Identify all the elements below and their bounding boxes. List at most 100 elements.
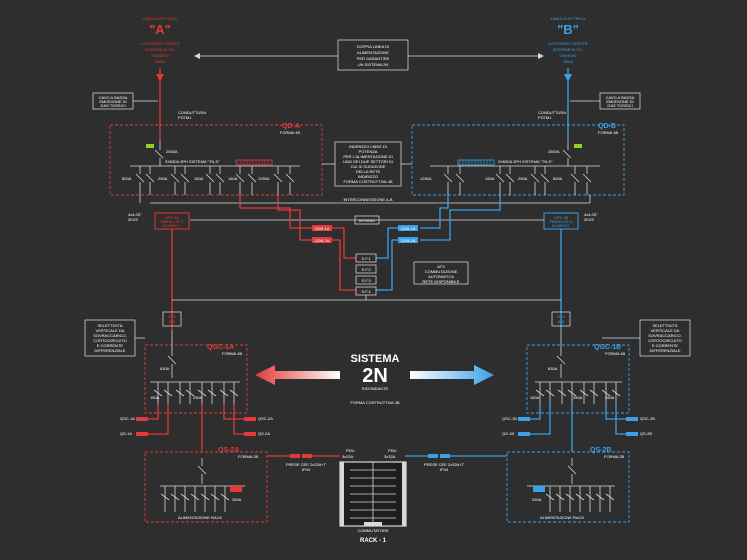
ats-unit-4-label: S.F.4 — [361, 289, 371, 294]
conduit-a-label-2: FG7M1 — [178, 115, 192, 120]
ups-a-spec-2: 2KV5 — [128, 217, 139, 222]
rack-switch-block — [364, 522, 382, 526]
switch-qdb-2b — [398, 237, 418, 243]
cable-note-a-line-2: EMISSIONE DI — [99, 99, 126, 104]
sts-a-line-1: STS — [168, 314, 176, 319]
line-b-source2: INTERNE M.T.D. — [553, 47, 583, 52]
cable-note-b-line-3: GAS TOSSICI — [607, 103, 632, 108]
qd-note-line-3: PER L'ALIMENTAZIONE DI — [343, 154, 392, 159]
ats-note-line-3: AUTOMATICA — [428, 274, 454, 279]
qd-a-busbar-block — [235, 159, 273, 166]
qd-a-breaker-2b — [180, 166, 190, 195]
qd-b-breakers: 1250A 160A 250A 800A — [420, 166, 592, 195]
out-a-1-plug-icon — [136, 417, 148, 421]
rack-1: PDU 3x32A PDU 3x32A COMMUTATORE RACK - 1 — [339, 448, 407, 544]
qd-note-line-4: UNO DEI DUE SETTORI DI — [343, 159, 393, 164]
qd-b-busbar-label: 3X630A 3PH SISTEMA "TN-S" — [498, 159, 553, 164]
center-note: DOPPIA LINEA DI ALIMENTAZIONE PER GARANT… — [337, 39, 409, 71]
system-label: SISTEMA 2N RIDONDANTE FORMA COSTRUTTIVA … — [350, 353, 399, 405]
line-b-header: LINEA ELETTRICA "B" DA POWER CENTER INTE… — [548, 16, 587, 64]
switch-qdb-2a — [312, 237, 332, 243]
switches: QDB-1A QDB-2A QDB-1B QDB-2B — [312, 225, 418, 243]
ats-unit-2-label: S.F.2 — [361, 267, 371, 272]
line-b-title: LINEA ELETTRICA — [551, 16, 586, 21]
qs-2b-main-breaker — [567, 458, 577, 484]
ats-note-line-2: COMMUTAZIONE — [425, 269, 458, 274]
out-b-1-label: QSC-1B — [502, 416, 517, 421]
line-a-voltage: 230/400V — [151, 53, 168, 58]
line-a-title: LINEA ELETTRICA — [143, 16, 178, 21]
center-note-frame — [337, 39, 409, 71]
qd-note-line-6: DELLA RETE — [356, 169, 381, 174]
cee-b-plug-2-icon — [440, 454, 450, 458]
qs-2b-breaker-blades — [545, 493, 615, 501]
qgc-1a-breaker-label-2: 250A — [193, 395, 203, 400]
ats-unit-1 — [355, 253, 377, 263]
qgc-1b-main-breaker — [556, 330, 566, 378]
qs-2b-hatch-icon — [533, 486, 545, 492]
out-a-2-label: QS-1A — [120, 431, 132, 436]
ats-note: ATS COMMUTAZIONE AUTOMATICA RETE DISPONI… — [413, 261, 469, 285]
line-b-source1: DA POWER CENTER — [548, 41, 587, 46]
out-a-3-label: QSC-2A — [258, 416, 273, 421]
qd-a-panel: QD-A FORMA 4B 2500A 3X630A 3PH SISTEMA "… — [109, 123, 323, 196]
ats-unit-3 — [355, 275, 377, 285]
center-note-line-1: DOPPIA LINEA DI — [357, 44, 389, 49]
line-b-voltage: 230/400V — [559, 53, 576, 58]
conduit-b-label-2: FG7M1 — [538, 115, 552, 120]
qd-b-breaker-3b — [540, 166, 550, 195]
cable-note-a-line-3: GAS TOSSICI — [100, 103, 125, 108]
qd-a-meter-icon — [146, 144, 154, 148]
qd-a-busbar-hatch — [237, 160, 269, 165]
ats-unit-1-label: S.F.1 — [361, 256, 371, 261]
cee-a-plug-2-icon — [302, 454, 312, 458]
selectivity-note-a-line-4: CORTOCIRCUITO — [93, 338, 127, 343]
qs-2b-rack-feed: ALIMENTAZIONE RACK — [540, 515, 584, 520]
qd-a-title: QD-A — [282, 123, 300, 130]
qgc-1b-title: QGC-1B — [594, 344, 621, 351]
cee-b: PRESE CEE 2x32A+T IP44 — [424, 454, 465, 472]
ats-note-frame — [413, 261, 469, 285]
qs-2b-title: QS-2B — [590, 447, 611, 454]
bypass-label: BYPASS — [359, 218, 375, 223]
qd-note: INDIRIZZO LINEE DI POTENZA PER L'ALIMENT… — [334, 141, 402, 187]
qd-a-breaker-5b — [285, 166, 295, 195]
line-a-header: LINEA ELETTRICA "A" DA POWER CENTER INTE… — [140, 16, 179, 64]
qd-a-breaker-label-1: 800A — [122, 176, 132, 181]
qd-note-line-8: FORMA COSTRUTTIVA 4B — [343, 179, 392, 184]
sts-a-line-2: A/B — [169, 319, 176, 324]
qgc-1b-form: FORMA 4B — [605, 351, 626, 356]
center-note-line-3: PER GARANTIRE — [357, 56, 390, 61]
cee-a-plug-1-icon — [290, 454, 300, 458]
qd-a-form: FORMA 4B — [280, 130, 301, 135]
qs-2a-panel: QS-2A FORMA 2B 250A ALIMENTAZIONE RACK — [144, 404, 268, 523]
qd-b-breaker-2 — [495, 166, 505, 195]
out-a-4-label: QS-2A — [258, 431, 270, 436]
selectivity-note-a-line-5: E CORRENTE — [97, 343, 124, 348]
qs-2a-rack-feed: ALIMENTAZIONE RACK — [178, 515, 222, 520]
arrow-left-red-icon — [255, 365, 340, 385]
qd-a-busbar-label: 3X630A 3PH SISTEMA "TN-S" — [165, 159, 220, 164]
qs-2b-frame — [506, 451, 630, 523]
qd-b-meter-icon — [574, 144, 582, 148]
qd-b-busbar-hatch — [459, 160, 491, 165]
out-b-3-plug-icon — [626, 417, 638, 421]
selectivity-note-a-line-6: DIFFERENZIALE — [94, 348, 125, 353]
switch-qdb-1b — [398, 225, 418, 231]
ats-blue-feeds — [376, 227, 398, 291]
selectivity-note-b-line-1: SELETTIVITÀ — [652, 323, 677, 328]
qs-2b-feeders — [549, 486, 611, 512]
ups-a-spec-1: 4x4.25" — [128, 212, 142, 217]
pdu-b-line-2: 3x32A — [384, 454, 396, 459]
switch-qdb-1a-label: QDB-1A — [315, 226, 330, 231]
qd-b-panel: QD-B FORMA 4B 2500A 3X630A 3PH SISTEMA "… — [411, 123, 625, 196]
cee-b-line-1: PRESE CEE 2x32A+T — [424, 462, 465, 467]
arrow-right-blue-icon — [410, 365, 494, 385]
rack-rail-left — [340, 462, 344, 526]
qs-2a-hatch-icon — [230, 486, 242, 492]
ats-unit-3-label: S.F.3 — [361, 278, 371, 283]
qd-a-breaker-1 — [135, 166, 145, 195]
conduit-b-label-1: CONDUTTURA — [538, 110, 566, 115]
qgc-1b-main-rating: 630A — [548, 366, 558, 371]
outputs-a: QSC-1A QS-1A QSC-2A QS-2A — [120, 404, 273, 436]
